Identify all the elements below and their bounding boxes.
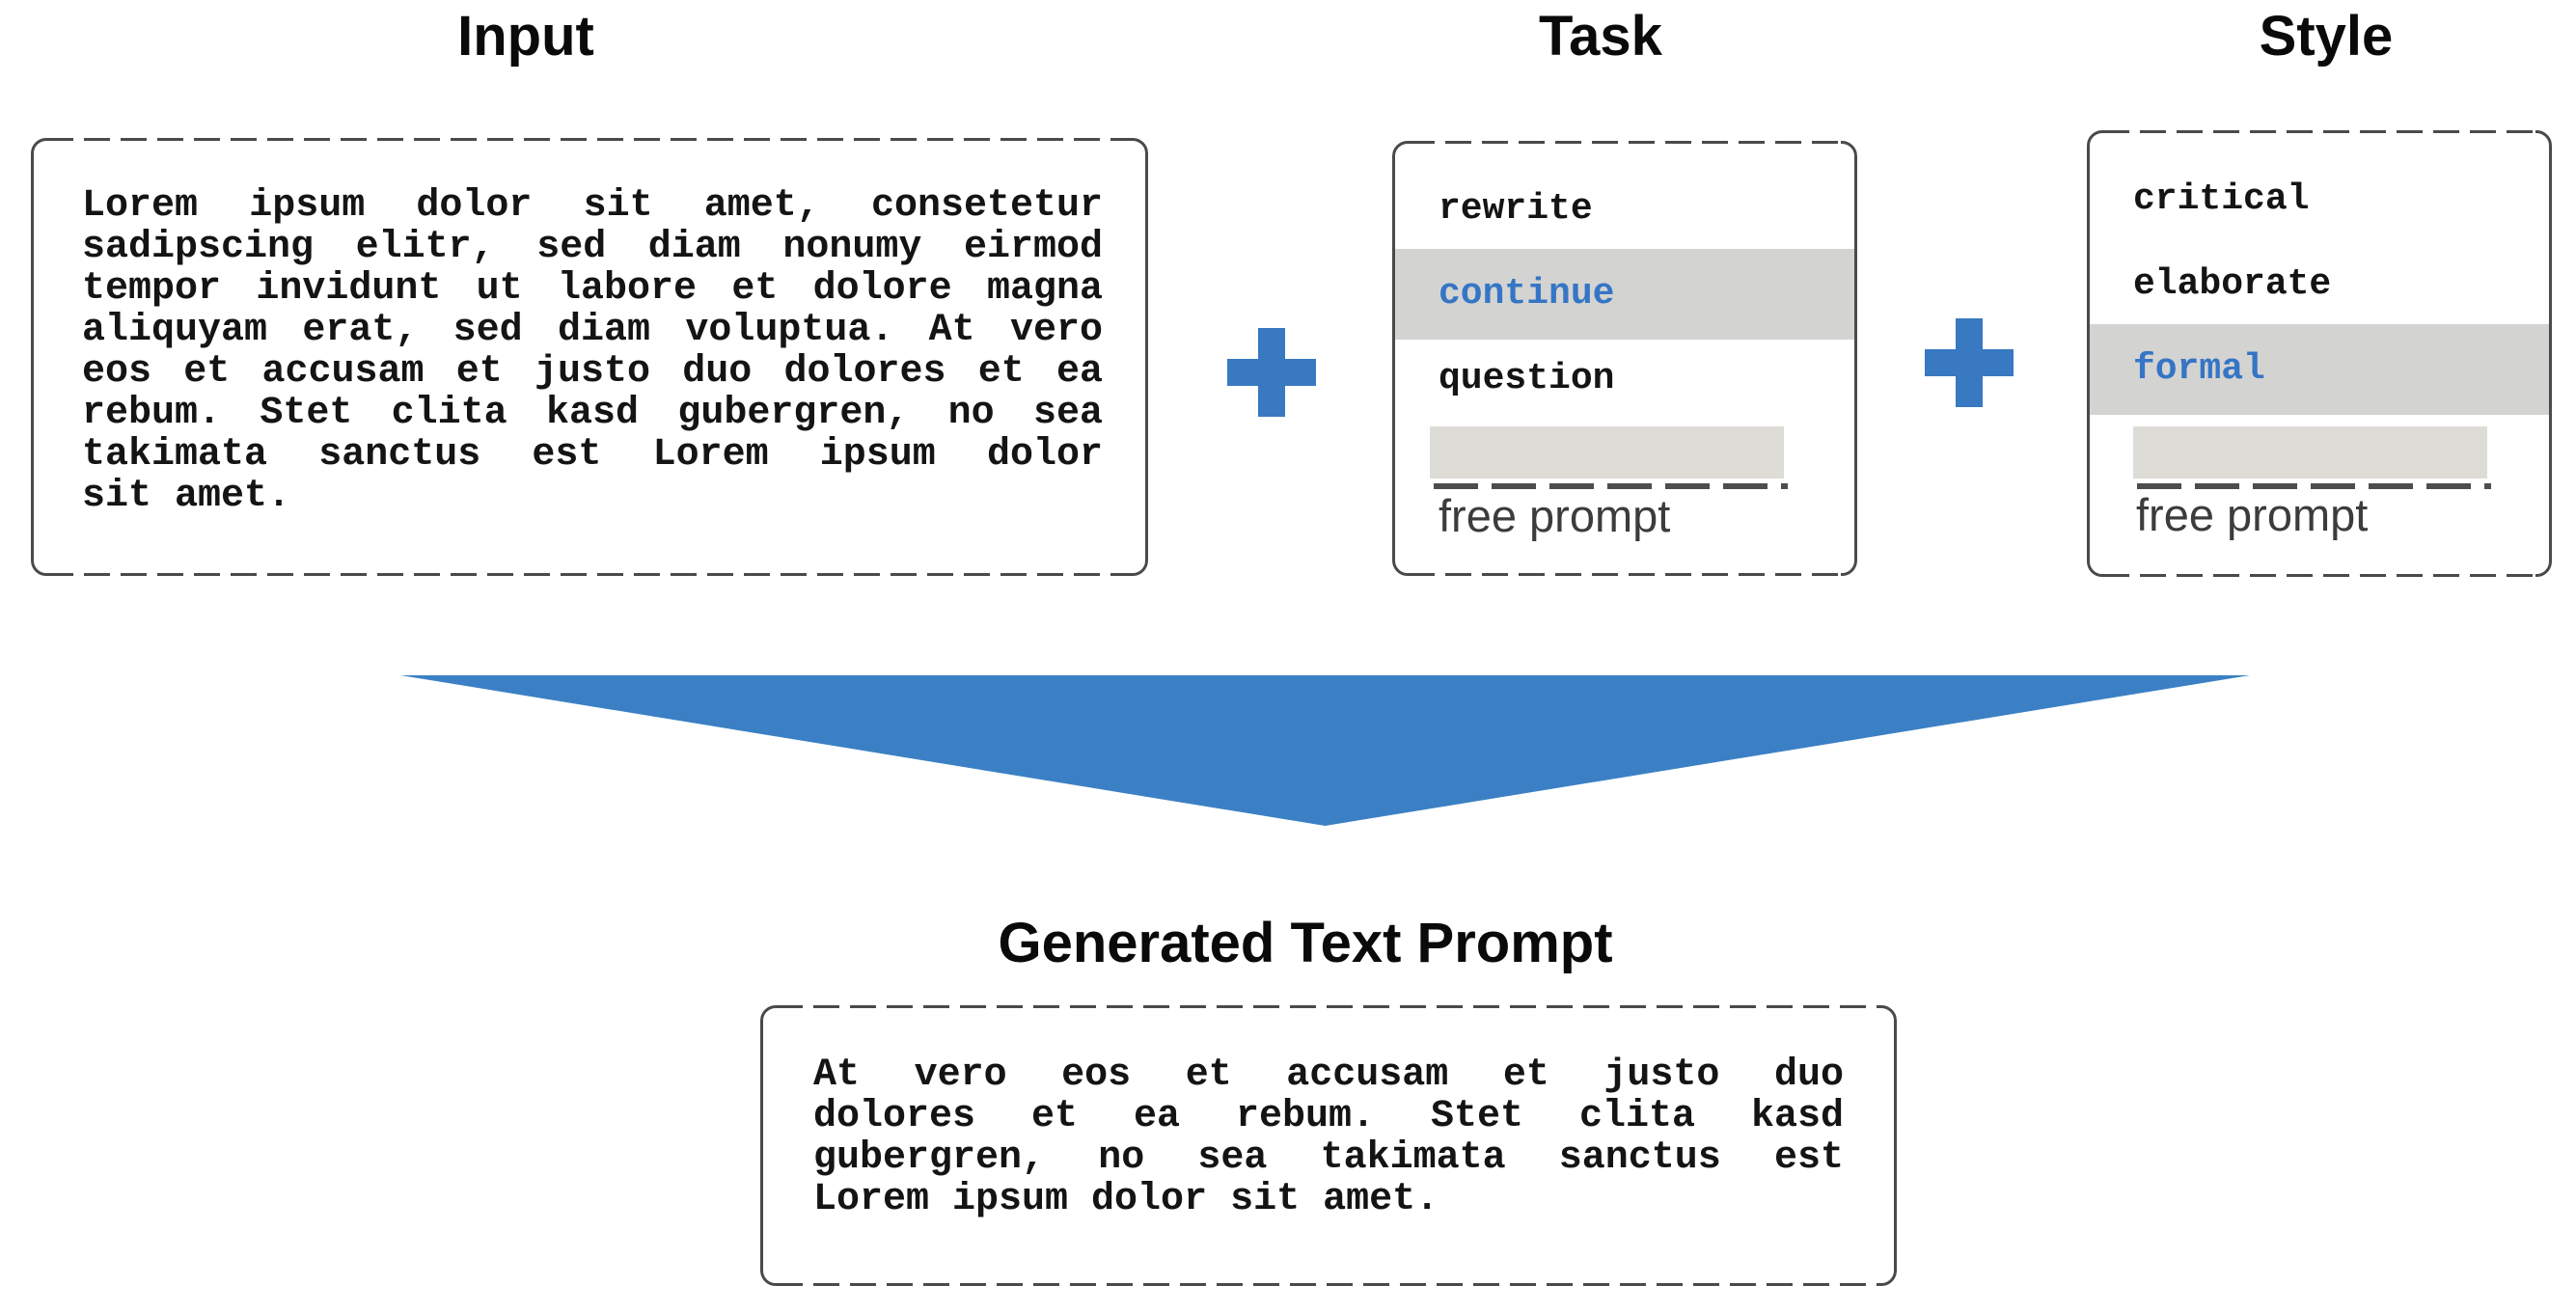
generated-text-line: Lorem ipsum dolor sit amet. bbox=[813, 1178, 1439, 1221]
input-text-line: rebum. Stet clita kasd gubergren, no sea bbox=[82, 392, 1103, 435]
free-prompt-underline bbox=[1434, 483, 1788, 489]
task-panel-title: Task bbox=[1539, 5, 1662, 68]
generated-text-box: At vero eos et accusam et justo duo dolo… bbox=[760, 1005, 1897, 1286]
input-text-line: sadipscing elitr, sed diam nonumy eirmod bbox=[82, 226, 1103, 269]
free-prompt-field[interactable] bbox=[2133, 426, 2487, 479]
generated-text-line: At vero eos et accusam et justo duo bbox=[813, 1053, 1844, 1097]
menu-option-elaborate[interactable]: elaborate bbox=[2133, 263, 2332, 305]
input-text-line: Lorem ipsum dolor sit amet, consetetur bbox=[82, 184, 1103, 228]
input-text-box: Lorem ipsum dolor sit amet, consetetur s… bbox=[31, 138, 1148, 576]
menu-option-rewrite[interactable]: rewrite bbox=[1439, 188, 1593, 230]
border-dashes bbox=[1409, 141, 1841, 144]
style-panel-title: Style bbox=[2259, 5, 2394, 68]
plus-icon bbox=[1227, 328, 1316, 417]
input-text-line: eos et accusam et justo duo dolores et e… bbox=[82, 350, 1103, 394]
input-text-line: tempor invidunt ut labore et dolore magn… bbox=[82, 267, 1103, 311]
border-dashes bbox=[777, 1005, 1880, 1008]
menu-option-formal[interactable]: formal bbox=[2090, 324, 2549, 415]
input-text-line: takimata sanctus est Lorem ipsum dolor bbox=[82, 433, 1103, 477]
generated-text-line: gubergren, no sea takimata sanctus est bbox=[813, 1136, 1844, 1180]
menu-option-question[interactable]: question bbox=[1439, 358, 1615, 399]
input-text-line: aliquyam erat, sed diam voluptua. At ver… bbox=[82, 309, 1103, 352]
menu-option-critical[interactable]: critical bbox=[2133, 178, 2310, 220]
task-menu: rewrite continue question free prompt bbox=[1392, 141, 1857, 576]
style-menu: critical elaborate formal free prompt bbox=[2087, 130, 2552, 577]
border-dashes bbox=[2103, 130, 2535, 133]
menu-option-continue[interactable]: continue bbox=[1395, 249, 1854, 340]
input-text-line: sit amet. bbox=[82, 475, 291, 518]
border-dashes bbox=[47, 573, 1132, 576]
free-prompt-field[interactable] bbox=[1430, 426, 1784, 479]
input-panel-title: Input bbox=[457, 5, 594, 68]
border-dashes bbox=[777, 1283, 1880, 1286]
free-prompt-label: free prompt bbox=[1439, 490, 1671, 541]
generated-text-line: dolores et ea rebum. Stet clita kasd bbox=[813, 1095, 1844, 1138]
border-dashes bbox=[47, 138, 1132, 141]
free-prompt-underline bbox=[2137, 483, 2491, 489]
border-dashes bbox=[1409, 573, 1841, 576]
free-prompt-label: free prompt bbox=[2136, 489, 2369, 540]
generated-title: Generated Text Prompt bbox=[998, 912, 1613, 974]
merge-arrow-icon bbox=[400, 675, 2250, 826]
plus-icon bbox=[1925, 318, 2014, 407]
border-dashes bbox=[2103, 574, 2535, 577]
